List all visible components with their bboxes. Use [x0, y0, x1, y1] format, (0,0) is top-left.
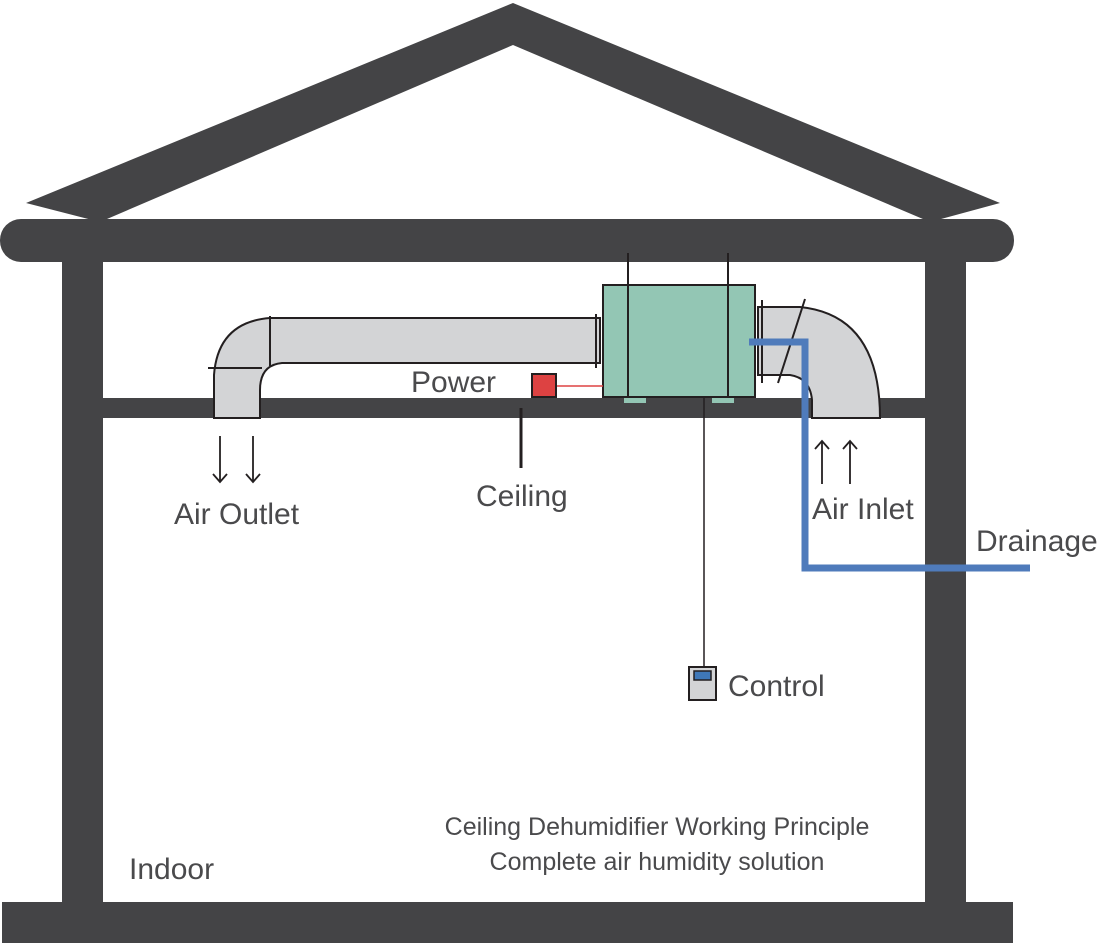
power-label: Power — [411, 366, 496, 399]
eave-beam — [0, 219, 1014, 262]
diagram-subtitle: Complete air humidity solution — [490, 848, 825, 876]
floor — [2, 902, 1013, 943]
power-supply — [531, 373, 603, 398]
diagram-title: Ceiling Dehumidifier Working Principle — [445, 813, 870, 841]
left-wall — [62, 255, 103, 915]
drainage-pipe — [749, 338, 1030, 572]
outlet-arrows-icon — [212, 436, 261, 484]
ceiling-label: Ceiling — [476, 480, 568, 513]
air-outlet-label: Air Outlet — [174, 498, 300, 531]
control-label: Control — [728, 670, 825, 703]
roof — [26, 3, 1000, 222]
drainage-label: Drainage — [976, 525, 1098, 558]
house-structure — [0, 3, 1014, 943]
air-inlet-label: Air Inlet — [812, 493, 914, 526]
dehumidifier-unit — [602, 253, 756, 403]
right-wall — [925, 255, 966, 915]
controller — [688, 398, 717, 701]
power-box-icon — [531, 373, 557, 398]
inlet-arrows-icon — [814, 439, 858, 484]
indoor-label: Indoor — [129, 853, 214, 886]
outlet-duct — [208, 314, 601, 419]
